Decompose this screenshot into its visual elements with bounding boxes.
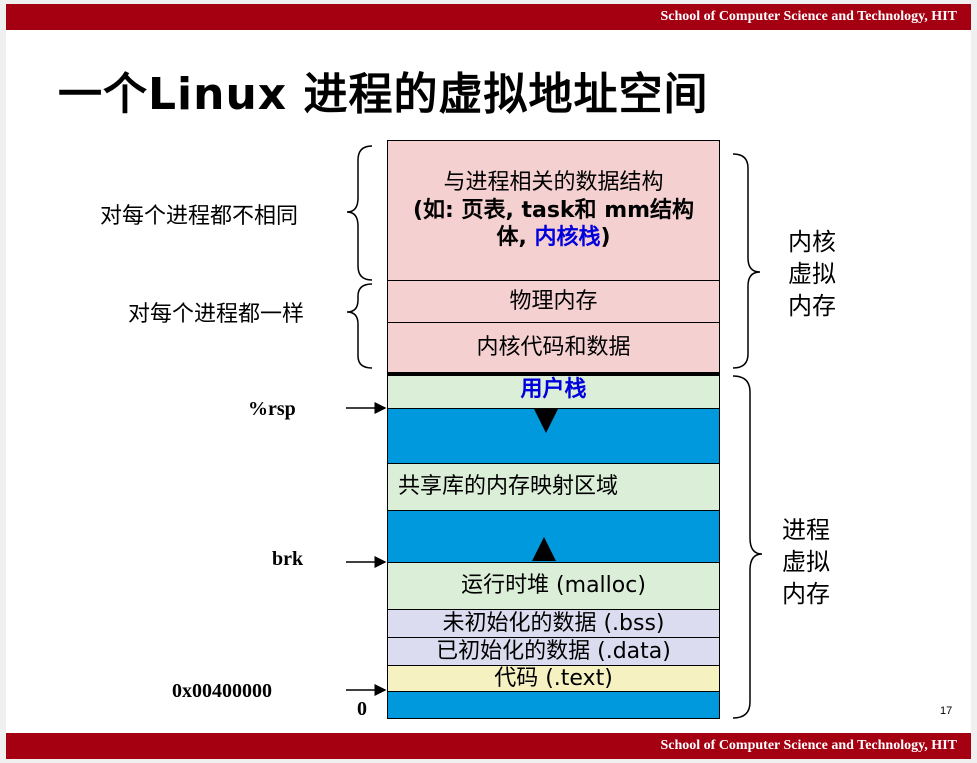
page-number: 17 xyxy=(940,705,953,717)
shared-libs-box: 共享库的内存映射区域 xyxy=(387,463,720,511)
struct-line2: (如: 页表, task和 mm结构 xyxy=(412,197,695,223)
label-brk: brk xyxy=(272,548,304,570)
struct-line1: 与进程相关的数据结构 xyxy=(443,170,664,196)
kernel-code-box: 内核代码和数据 xyxy=(387,322,720,373)
page-title: 一个Linux 进程的虚拟地址空间 xyxy=(58,69,709,120)
label-rsp: %rsp xyxy=(248,398,296,420)
footer-text: School of Computer Science and Technolog… xyxy=(660,738,957,753)
label-differs: 对每个进程都不相同 xyxy=(100,204,299,229)
reserved-region xyxy=(387,691,720,719)
kernel-data-structures-box: 与进程相关的数据结构 (如: 页表, task和 mm结构 体, 内核栈) xyxy=(387,140,720,281)
header-bar: School of Computer Science and Technolog… xyxy=(6,4,971,30)
kernel-vm-label: 内核 虚拟 内存 xyxy=(788,226,836,322)
label-zero: 0 xyxy=(357,698,367,720)
user-stack-box: 用户栈 xyxy=(387,373,720,409)
label-address: 0x00400000 xyxy=(172,680,272,702)
header-text: School of Computer Science and Technolog… xyxy=(660,9,957,24)
struct-line3-a: 体, xyxy=(496,225,535,251)
struct-line3-b: ) xyxy=(600,225,611,251)
struct-line3: 体, 内核栈) xyxy=(413,224,694,252)
text-label: 代码 (.text) xyxy=(494,665,613,691)
process-vm-line2: 虚拟 xyxy=(782,548,830,576)
text-box: 代码 (.text) xyxy=(387,665,720,692)
kernel-vm-line3: 内存 xyxy=(788,292,836,320)
shared-libs-label: 共享库的内存映射区域 xyxy=(398,474,619,500)
left-brace-same xyxy=(346,283,373,369)
kernel-vm-line1: 内核 xyxy=(788,228,836,256)
right-brace-process xyxy=(732,375,763,719)
bss-label: 未初始化的数据 (.bss) xyxy=(442,610,665,636)
process-vm-line3: 内存 xyxy=(782,580,830,608)
physical-memory-label: 物理内存 xyxy=(509,288,598,314)
heap-label: 运行时堆 (malloc) xyxy=(461,573,646,599)
process-vm-line1: 进程 xyxy=(782,516,830,544)
data-label: 已初始化的数据 (.data) xyxy=(436,638,671,664)
kernel-stack-label: 内核栈 xyxy=(534,225,601,251)
left-brace-differs xyxy=(346,145,373,281)
label-same: 对每个进程都一样 xyxy=(128,302,305,327)
bss-box: 未初始化的数据 (.bss) xyxy=(387,609,720,638)
user-stack-label: 用户栈 xyxy=(520,377,587,402)
physical-memory-box: 物理内存 xyxy=(387,280,720,323)
footer-bar: School of Computer Science and Technolog… xyxy=(6,733,971,759)
kernel-code-label: 内核代码和数据 xyxy=(476,334,631,360)
kernel-vm-line2: 虚拟 xyxy=(788,260,836,288)
process-vm-label: 进程 虚拟 内存 xyxy=(782,514,830,610)
heap-box: 运行时堆 (malloc) xyxy=(387,562,720,610)
right-brace-kernel xyxy=(732,153,761,369)
